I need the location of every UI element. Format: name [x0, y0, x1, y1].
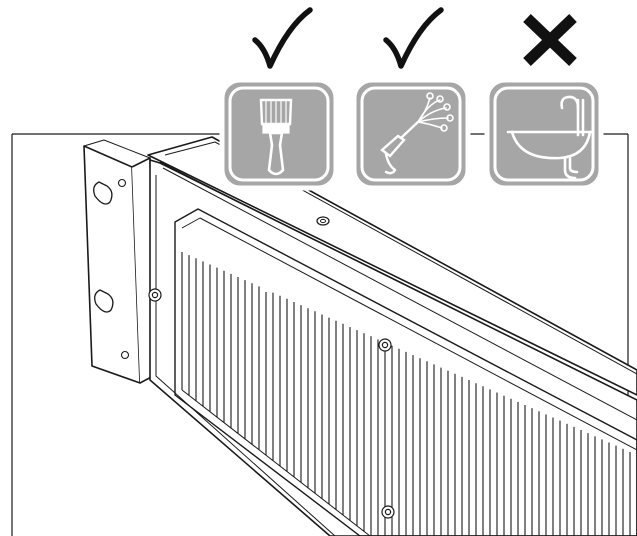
rack-unit — [83, 136, 637, 536]
icon-tile — [484, 77, 604, 191]
rack-ear-slot — [94, 289, 114, 313]
cross-mark-icon — [523, 14, 577, 66]
brush-instruction — [219, 77, 339, 191]
icon-tile — [351, 77, 471, 191]
front-screws — [148, 288, 395, 519]
water-rinse-instruction — [484, 77, 604, 191]
sink-faucet-icon — [506, 95, 594, 180]
grille-slats — [181, 252, 637, 536]
compressed-air-instruction — [351, 77, 471, 191]
rack-ear — [83, 145, 141, 384]
front-screw — [148, 288, 162, 302]
front-screw — [378, 338, 392, 352]
top-screw — [316, 216, 330, 226]
rack-unit-front — [149, 159, 637, 536]
grille-frame — [174, 208, 637, 536]
air-blower-icon — [380, 92, 454, 175]
check-mark-icon — [383, 7, 444, 69]
brush-icon — [259, 98, 293, 176]
rack-ear-hole — [120, 350, 130, 360]
instruction-icons — [219, 7, 604, 191]
rack-ear-slot — [93, 181, 113, 205]
rack-unit-top — [147, 136, 637, 396]
rack-ear-hole — [117, 178, 127, 188]
front-screw — [381, 505, 395, 519]
check-mark-icon — [252, 7, 313, 69]
